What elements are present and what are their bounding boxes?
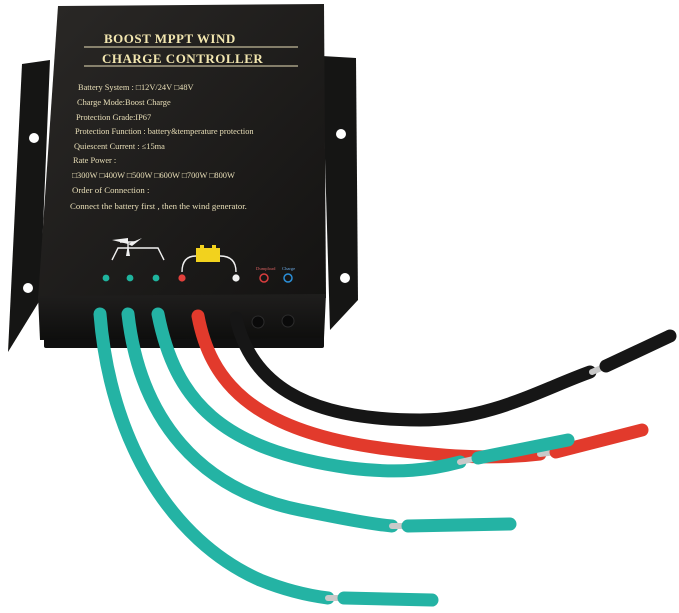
charge-led (283, 273, 293, 283)
panel-title-line2: CHARGE CONTROLLER (102, 51, 264, 66)
wire-teal-1 (93, 307, 439, 607)
protection-function-spec: Protection Function : battery&temperatur… (75, 127, 254, 136)
front-screw (251, 315, 265, 329)
mount-hole (336, 129, 346, 139)
mount-hole (340, 273, 350, 283)
controller-front-face (38, 294, 326, 340)
rate-power-label: Rate Power : (73, 156, 117, 165)
battery-system-spec: Battery System : □12V/24V □48V (78, 83, 194, 92)
panel-title-line1: BOOST MPPT WIND (104, 31, 236, 46)
controller-housing (38, 4, 326, 300)
wind-turbine-icon (112, 238, 142, 256)
mount-hole (29, 133, 39, 143)
mount-hole (23, 283, 33, 293)
dumpload-led (259, 273, 269, 283)
charge-mode-spec: Charge Mode:Boost Charge (77, 98, 171, 107)
dumpload-indicator-label: Dumpload (256, 266, 276, 271)
charge-indicator-label: Charge (282, 266, 296, 271)
order-of-connection-text: Connect the battery first , then the win… (70, 201, 247, 211)
order-of-connection-label: Order of Connection : (72, 185, 150, 195)
mounting-flange-right (322, 56, 358, 330)
front-screw (281, 314, 295, 328)
rate-power-options: □300W □400W □500W □600W □700W □800W (72, 171, 235, 180)
status-led-indicators (259, 273, 293, 283)
wire-teal-3 (151, 307, 575, 478)
wire-black (229, 311, 677, 427)
protection-grade-spec: Protection Grade:IP67 (76, 113, 152, 122)
terminal-markers (102, 274, 240, 282)
wire-teal-2 (121, 307, 517, 533)
quiescent-current-spec: Quiescent Current : ≤15ma (74, 142, 165, 151)
battery-symbol (181, 245, 237, 273)
